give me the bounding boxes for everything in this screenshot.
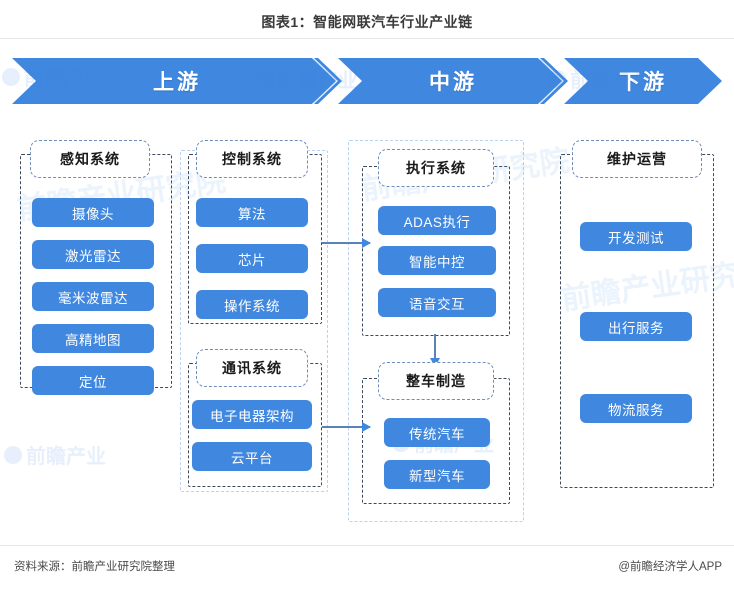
node-camera[interactable]: 摄像头 bbox=[32, 198, 154, 227]
node-smart-cockpit[interactable]: 智能中控 bbox=[378, 246, 496, 275]
node-operating-system-label: 操作系统 bbox=[224, 298, 280, 314]
stage-upstream[interactable]: 上游 bbox=[12, 58, 342, 104]
node-new-vehicle-label: 新型汽车 bbox=[409, 468, 465, 484]
node-new-vehicle[interactable]: 新型汽车 bbox=[384, 460, 490, 489]
node-cloud-platform-label: 云平台 bbox=[231, 450, 273, 466]
group-manufacture-header: 整车制造 bbox=[378, 362, 494, 400]
watermark-badge: 前瞻产业 bbox=[4, 440, 106, 469]
group-perception-title: 感知系统 bbox=[60, 151, 120, 167]
group-perception-header: 感知系统 bbox=[30, 140, 150, 178]
node-rd-testing[interactable]: 开发测试 bbox=[580, 222, 692, 251]
node-rd-testing-label: 开发测试 bbox=[608, 230, 664, 246]
node-chip-label: 芯片 bbox=[238, 252, 266, 268]
value-chain-banner: 上游 中游 下游 bbox=[12, 58, 722, 104]
node-traditional-vehicle[interactable]: 传统汽车 bbox=[384, 418, 490, 447]
node-algorithm-label: 算法 bbox=[238, 206, 266, 222]
group-operation-title: 维护运营 bbox=[607, 151, 667, 167]
group-manufacture-title: 整车制造 bbox=[406, 373, 466, 389]
arrow-control-to-execution bbox=[322, 238, 371, 248]
group-execution-title: 执行系统 bbox=[406, 160, 466, 176]
column-midstream-wrapper bbox=[348, 140, 524, 522]
group-execution-header: 执行系统 bbox=[378, 149, 494, 187]
brand-note: @前瞻经济学人APP bbox=[618, 561, 722, 573]
stage-midstream-label: 中游 bbox=[429, 71, 477, 94]
stage-midstream[interactable]: 中游 bbox=[338, 58, 568, 104]
group-control-title: 控制系统 bbox=[222, 151, 282, 167]
page-title: 图表1：智能网联汽车行业产业链 bbox=[261, 14, 473, 30]
footer-divider bbox=[0, 545, 734, 546]
arrow-communication-to-manufacture bbox=[322, 422, 371, 432]
group-operation-header: 维护运营 bbox=[572, 140, 702, 178]
watermark-badge-text: 前瞻产业 bbox=[26, 446, 106, 468]
node-logistics-service[interactable]: 物流服务 bbox=[580, 394, 692, 423]
node-voice-interaction[interactable]: 语音交互 bbox=[378, 288, 496, 317]
group-control-header: 控制系统 bbox=[196, 140, 308, 178]
node-logistics-service-label: 物流服务 bbox=[608, 402, 664, 418]
title-divider bbox=[0, 38, 734, 39]
node-cloud-platform[interactable]: 云平台 bbox=[192, 442, 312, 471]
node-ee-architecture[interactable]: 电子电器架构 bbox=[192, 400, 312, 429]
node-smart-cockpit-label: 智能中控 bbox=[409, 254, 465, 270]
node-mmwave-radar[interactable]: 毫米波雷达 bbox=[32, 282, 154, 311]
node-adas-execution-label: ADAS执行 bbox=[403, 214, 471, 230]
stage-downstream[interactable]: 下游 bbox=[564, 58, 722, 104]
node-mobility-service-label: 出行服务 bbox=[608, 320, 664, 336]
node-hd-map-label: 高精地图 bbox=[65, 332, 121, 348]
node-camera-label: 摄像头 bbox=[72, 206, 114, 222]
source-note: 资料来源：前瞻产业研究院整理 bbox=[14, 561, 175, 573]
group-communication-title: 通讯系统 bbox=[222, 360, 282, 376]
node-voice-interaction-label: 语音交互 bbox=[409, 296, 465, 312]
node-traditional-vehicle-label: 传统汽车 bbox=[409, 426, 465, 442]
node-operating-system[interactable]: 操作系统 bbox=[196, 290, 308, 319]
node-mmwave-radar-label: 毫米波雷达 bbox=[58, 290, 128, 306]
node-chip[interactable]: 芯片 bbox=[196, 244, 308, 273]
node-mobility-service[interactable]: 出行服务 bbox=[580, 312, 692, 341]
node-positioning-label: 定位 bbox=[79, 374, 107, 390]
group-communication-header: 通讯系统 bbox=[196, 349, 308, 387]
node-algorithm[interactable]: 算法 bbox=[196, 198, 308, 227]
stage-downstream-label: 下游 bbox=[619, 71, 667, 94]
node-adas-execution[interactable]: ADAS执行 bbox=[378, 206, 496, 235]
node-positioning[interactable]: 定位 bbox=[32, 366, 154, 395]
arrow-execution-to-manufacture bbox=[430, 334, 440, 367]
node-ee-architecture-label: 电子电器架构 bbox=[210, 408, 294, 424]
node-lidar-label: 激光雷达 bbox=[65, 248, 121, 264]
watermark-dot-icon bbox=[4, 445, 22, 464]
node-hd-map[interactable]: 高精地图 bbox=[32, 324, 154, 353]
node-lidar[interactable]: 激光雷达 bbox=[32, 240, 154, 269]
stage-upstream-label: 上游 bbox=[153, 71, 201, 94]
